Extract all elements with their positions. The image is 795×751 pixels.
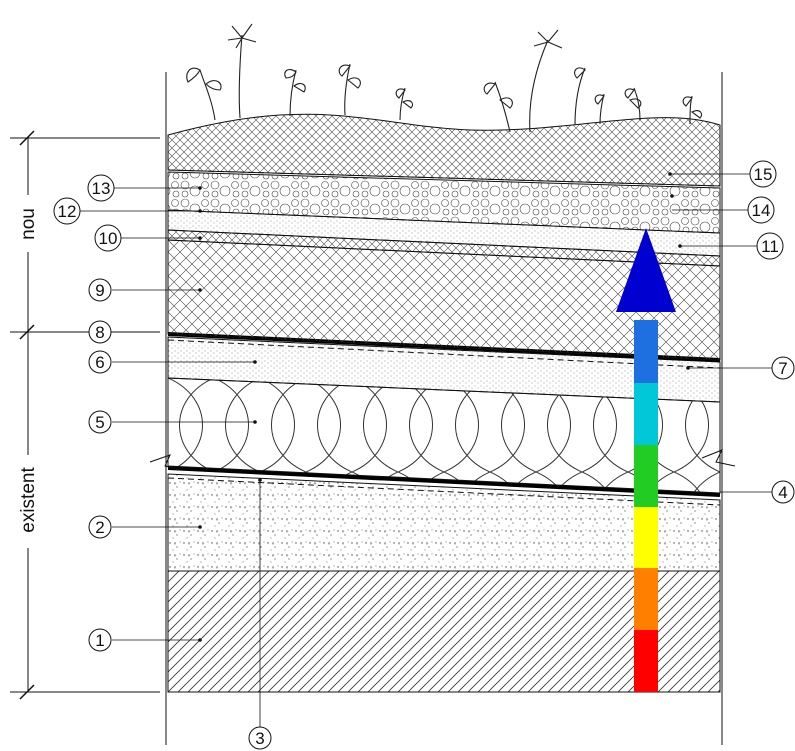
callout-2: 2 <box>88 515 112 539</box>
callout-10: 10 <box>94 224 122 252</box>
svg-text:6: 6 <box>95 353 104 372</box>
callout-9: 9 <box>88 278 112 302</box>
svg-text:9: 9 <box>95 281 104 300</box>
callout-3: 3 <box>248 726 272 750</box>
callout-6: 6 <box>88 350 112 374</box>
layer-15-substrate <box>167 113 721 187</box>
svg-text:14: 14 <box>752 201 771 220</box>
svg-text:15: 15 <box>754 165 773 184</box>
break-mark-right <box>701 449 736 467</box>
svg-text:8: 8 <box>95 323 104 342</box>
svg-text:11: 11 <box>761 237 779 256</box>
section-label-new: nou <box>18 208 39 240</box>
plant-icon <box>186 23 703 133</box>
svg-text:12: 12 <box>58 202 77 221</box>
callout-13: 13 <box>87 174 115 202</box>
break-mark-left <box>149 454 181 471</box>
layer-13-14-gravel <box>167 171 721 234</box>
callout-11: 11 <box>756 232 784 260</box>
svg-text:5: 5 <box>95 413 104 432</box>
callout-5: 5 <box>88 410 112 434</box>
layer-6-levelling-layer <box>167 336 721 403</box>
svg-text:13: 13 <box>92 179 111 198</box>
leader-dots <box>198 172 690 642</box>
section-label-existing: existent <box>18 467 39 533</box>
svg-text:7: 7 <box>778 359 787 378</box>
svg-text:3: 3 <box>255 729 264 748</box>
callout-7: 7 <box>771 356 795 380</box>
layer-4-waterproofing <box>167 466 721 497</box>
leader-lines <box>80 173 772 728</box>
svg-text:2: 2 <box>95 518 104 537</box>
svg-text:10: 10 <box>99 229 118 248</box>
callout-8: 8 <box>88 320 112 344</box>
layer-7-separation-layer <box>167 339 721 369</box>
svg-text:4: 4 <box>778 483 787 502</box>
heat-flow-arrow-icon <box>616 228 676 692</box>
callout-14: 14 <box>747 196 775 224</box>
callout-1: 1 <box>88 628 112 652</box>
svg-text:1: 1 <box>95 631 104 650</box>
callout-4: 4 <box>771 480 795 504</box>
callout-15: 15 <box>749 160 777 188</box>
callout-12: 12 <box>53 197 81 225</box>
